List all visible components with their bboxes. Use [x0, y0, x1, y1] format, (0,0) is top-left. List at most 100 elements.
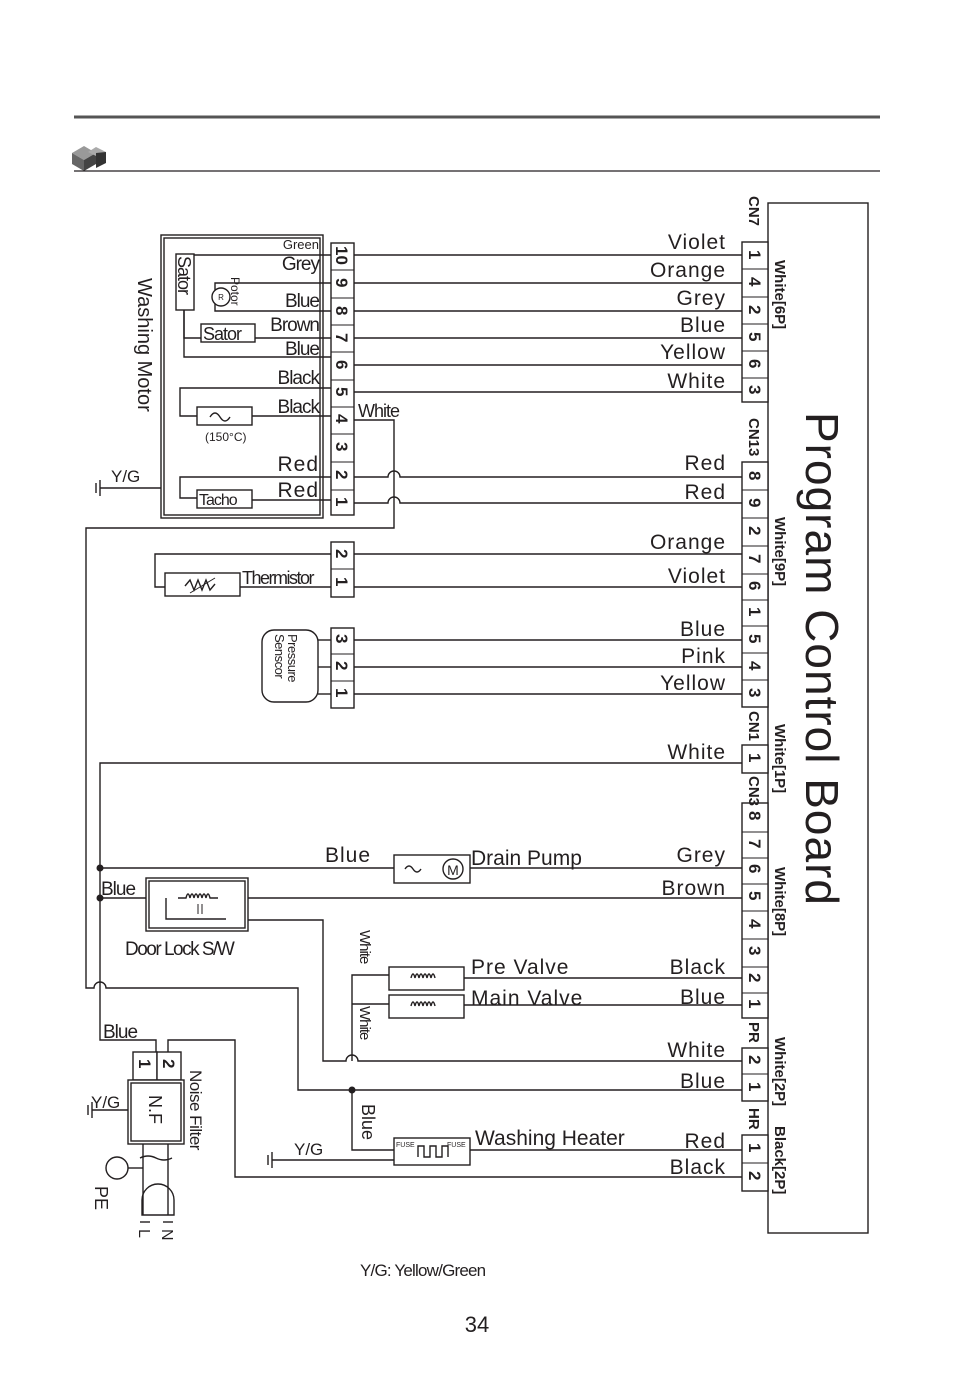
svg-text:4: 4 [745, 919, 764, 929]
motor-ground-label: Y/G [111, 467, 140, 486]
svg-text:Black: Black [278, 368, 321, 389]
svg-text:1: 1 [745, 999, 764, 1008]
connector-name-pr: PR [745, 1022, 762, 1043]
svg-text:Black: Black [670, 956, 726, 979]
svg-text:9: 9 [745, 498, 764, 507]
section-icon [72, 146, 106, 171]
connector-name-cn3: CN3 [745, 776, 762, 806]
board-connector-strips [741, 241, 769, 1192]
pressure-pin-2: 2 [332, 661, 351, 670]
svg-text:M: M [447, 862, 459, 878]
svg-text:FUSE: FUSE [447, 1142, 466, 1149]
svg-text:3: 3 [745, 946, 764, 955]
protector-rating: (150°C) [205, 430, 246, 444]
svg-text:3: 3 [332, 442, 351, 451]
svg-text:5: 5 [332, 387, 351, 396]
svg-text:Blue: Blue [680, 1070, 726, 1093]
svg-text:3: 3 [745, 385, 764, 394]
svg-text:Blue: Blue [680, 986, 726, 1009]
svg-text:4: 4 [745, 277, 764, 287]
svg-text:3: 3 [745, 688, 764, 697]
svg-text:2: 2 [745, 973, 764, 982]
thermistor-label: Thermistor [242, 568, 315, 588]
thermistor-pin-2: 2 [332, 549, 351, 558]
noise-filter-wire-label: Blue [103, 1022, 137, 1043]
svg-text:2: 2 [745, 1055, 764, 1064]
svg-text:6: 6 [332, 360, 351, 369]
lower-wires [99, 762, 742, 1178]
svg-text:Red: Red [277, 479, 319, 502]
svg-text:6: 6 [745, 359, 764, 368]
connector-type-pr: White[2P] [771, 1037, 788, 1106]
stator-label-1: Sator [174, 256, 194, 295]
svg-text:8: 8 [745, 471, 764, 480]
motor-pin-numbers: 10 9 8 7 6 5 4 3 2 1 [332, 246, 351, 506]
junction-dots [96, 864, 356, 1094]
svg-text:10: 10 [332, 246, 351, 265]
noise-filter-ground-label: Y/G [91, 1093, 120, 1112]
legend-note: Y/G: Yellow/Green [360, 1261, 486, 1280]
svg-text:7: 7 [332, 333, 351, 342]
connector-type-cn7: White[6P] [771, 260, 788, 329]
svg-text:6: 6 [745, 581, 764, 590]
svg-text:Blue: Blue [680, 618, 726, 641]
heater-wire-label: Blue [358, 1104, 378, 1140]
line-label: L [135, 1229, 152, 1238]
svg-text:1: 1 [745, 753, 764, 762]
svg-text:Red: Red [684, 481, 726, 504]
svg-text:Black: Black [278, 397, 321, 418]
svg-text:5: 5 [745, 332, 764, 341]
svg-text:Yellow: Yellow [660, 341, 726, 364]
svg-text:Red: Red [684, 1130, 726, 1153]
svg-text:White: White [667, 1039, 726, 1062]
heater-label: Washing Heater [475, 1127, 625, 1150]
heater-ground-label: Y/G [294, 1140, 323, 1159]
connector-type-cn1: White[1P] [771, 724, 788, 793]
svg-text:8: 8 [332, 306, 351, 315]
thermistor [154, 541, 742, 598]
door-lock-switch [145, 877, 249, 932]
svg-text:1: 1 [745, 250, 764, 259]
pressure-pin-3: 3 [332, 634, 351, 643]
svg-text:R: R [218, 293, 224, 302]
svg-text:Yellow: Yellow [660, 672, 726, 695]
white-wire-label: White [358, 401, 400, 421]
svg-text:Grey: Grey [676, 287, 726, 310]
svg-text:7: 7 [745, 554, 764, 563]
svg-text:Pink: Pink [681, 645, 726, 668]
valves [388, 966, 465, 1019]
svg-text:FUSE: FUSE [396, 1142, 415, 1149]
connector-name-hr: HR [745, 1108, 762, 1130]
svg-text:Grey: Grey [676, 844, 726, 867]
door-lock-label: Door Lock S/W [125, 939, 235, 960]
valve-white-label-2: White [356, 1006, 373, 1040]
svg-text:Black: Black [670, 1156, 726, 1179]
svg-text:4: 4 [332, 414, 351, 424]
svg-text:Orange: Orange [650, 259, 726, 282]
svg-text:Brown: Brown [661, 877, 726, 900]
drain-pump-label: Drain Pump [471, 847, 582, 870]
rotor-label: Potor [228, 277, 242, 306]
noise-filter-box-label: N.F [145, 1095, 165, 1124]
svg-text:6: 6 [745, 864, 764, 873]
svg-text:1: 1 [745, 607, 764, 616]
svg-text:5: 5 [745, 891, 764, 900]
pressure-label-2: Senscor [272, 634, 287, 679]
svg-text:4: 4 [745, 661, 764, 671]
tacho-label: Tacho [199, 492, 238, 509]
board-title: Program Control Board [796, 412, 848, 906]
svg-text:9: 9 [332, 278, 351, 287]
noise-filter-pin-2: 2 [159, 1059, 178, 1068]
board-wire-labels: Violet Orange Grey Blue Yellow White Red… [650, 231, 726, 1179]
svg-text:5: 5 [745, 634, 764, 643]
connector-name-cn13: CN13 [745, 418, 762, 456]
svg-text:Violet: Violet [668, 565, 726, 588]
svg-text:Green: Green [283, 237, 319, 252]
pressure-label-1: Pressure [285, 634, 300, 682]
connector-type-cn3: White[8P] [771, 867, 788, 936]
svg-text:8: 8 [745, 811, 764, 820]
noise-filter-label: Noise Filter [186, 1070, 205, 1151]
svg-text:Blue: Blue [680, 314, 726, 337]
motor-board-wires [85, 254, 742, 1091]
svg-text:2: 2 [332, 470, 351, 479]
